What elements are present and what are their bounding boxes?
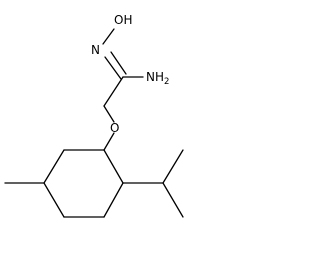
hydroxyl-label: OH (114, 13, 132, 27)
isopropyl-methyl-upper (162, 149, 184, 184)
amine-hydrogen: H (155, 70, 164, 84)
hydroxyl-hydrogen: H (123, 13, 132, 27)
ring-bond-5 (103, 182, 124, 218)
oxime-nitrogen-label: N (91, 43, 100, 57)
ring-bond-3 (43, 182, 65, 218)
bond-c-ch2 (103, 76, 124, 107)
bond-ch2-o (103, 105, 115, 123)
ring-bond-2 (43, 149, 65, 184)
isopropyl-methyl-lower (162, 182, 184, 218)
bond-o-n (102, 28, 115, 45)
bond-o-ring (103, 132, 115, 151)
amine-nitrogen: N (146, 70, 155, 84)
hydroxyl-oxygen: O (114, 13, 123, 27)
ring-bond-6 (103, 149, 124, 184)
amine-hydrogen-count: 2 (164, 77, 169, 87)
atom-labels: OH N NH2 O (91, 13, 169, 135)
bond-set (4, 28, 184, 218)
bond-c-n-double-a (104, 56, 122, 80)
ether-oxygen-label: O (110, 121, 119, 135)
bond-c-n-double-b (110, 51, 127, 75)
molecule-structure: OH N NH2 O (4, 13, 184, 218)
amine-label: NH2 (146, 70, 169, 87)
